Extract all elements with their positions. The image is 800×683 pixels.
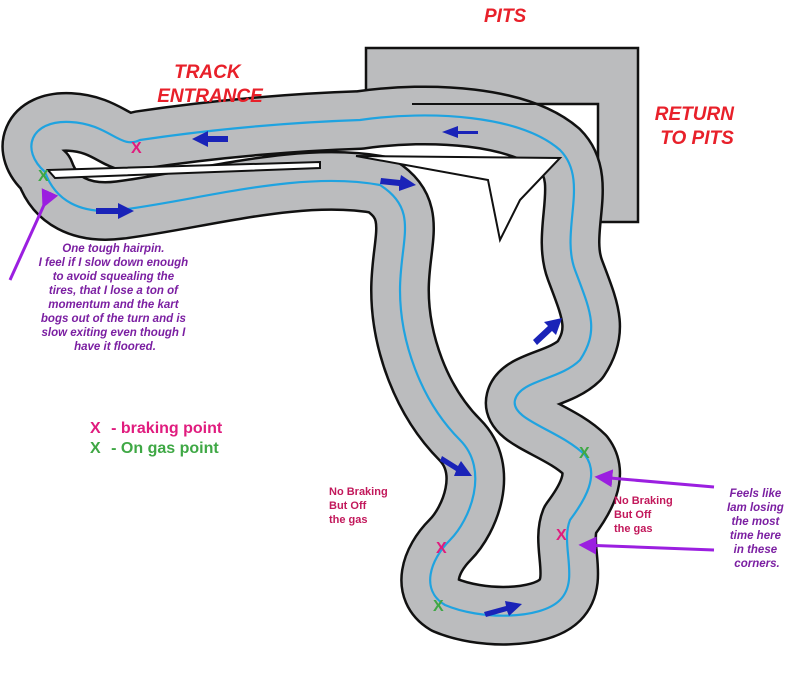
direction-arrows: [96, 126, 562, 617]
return-to-pits-label: RETURN TO PITS: [655, 104, 739, 149]
braking-point-marker: X: [131, 140, 142, 157]
legend-gas-text: - On gas point: [111, 440, 219, 457]
direction-arrow-icon: [484, 601, 522, 617]
legend: X - braking point X - On gas point: [90, 420, 223, 457]
svg-text:X - On gas point: X - On gas point: [90, 440, 219, 457]
direction-arrow-icon: [442, 126, 478, 138]
gas-point-marker: X: [579, 445, 590, 462]
no-braking-note-left: No Braking But Off the gas: [329, 486, 391, 526]
braking-point-marker: X: [556, 527, 567, 544]
annotation-arrow: [8, 188, 59, 281]
gas-point-marker: X: [38, 168, 49, 185]
braking-point-marker: X: [436, 540, 447, 557]
racing-line: [30, 114, 593, 617]
direction-arrow-icon: [380, 175, 416, 191]
legend-braking-symbol: X: [90, 420, 101, 437]
gas-point-marker: X: [433, 598, 444, 615]
no-braking-note-right: No Braking But Off the gas: [614, 495, 676, 535]
annotation-arrow: [594, 469, 715, 489]
direction-arrow-icon: [440, 456, 472, 476]
legend-braking-text: - braking point: [111, 420, 223, 437]
losing-time-note: Feels like Iam losing the most time here…: [727, 488, 787, 570]
pits-label: PITS: [484, 6, 527, 27]
hairpin-note: One tough hairpin. I feel if I slow down…: [39, 243, 192, 353]
direction-arrow-icon: [96, 203, 134, 219]
legend-gas-symbol: X: [90, 440, 101, 457]
track-entrance-label: TRACK ENTRANCE: [157, 62, 264, 107]
direction-arrow-icon: [533, 318, 562, 345]
direction-arrow-icon: [192, 131, 228, 147]
svg-text:X - braking point: X - braking point: [90, 420, 223, 437]
track-surface: [1, 85, 622, 646]
annotation-arrow: [578, 536, 715, 555]
